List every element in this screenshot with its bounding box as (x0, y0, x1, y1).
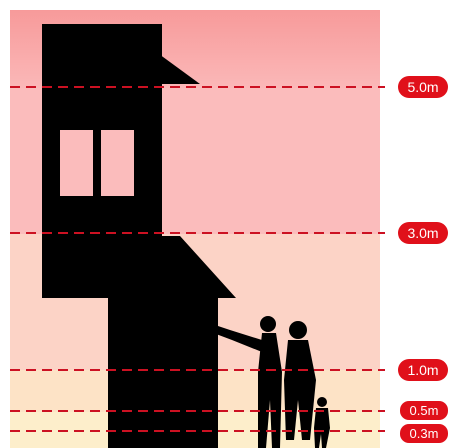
level-badge-1m: 1.0m (398, 359, 448, 381)
level-badge-0-3m: 0.3m (400, 424, 448, 443)
level-badge-3m: 3.0m (398, 222, 448, 244)
level-badge-0-5m: 0.5m (400, 401, 448, 420)
level-badge-5m: 5.0m (398, 76, 448, 98)
